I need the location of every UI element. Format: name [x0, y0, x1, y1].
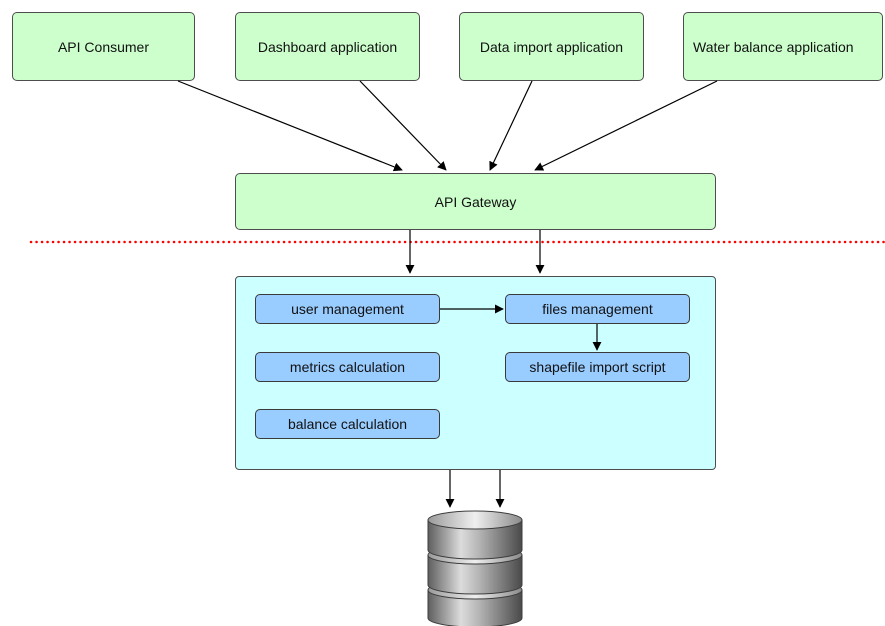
data-import-application-label: Data import application [479, 38, 624, 55]
database-icon [427, 510, 523, 626]
arrow-api-consumer-to-gateway [177, 80, 403, 172]
api-consumer-label: API Consumer [57, 38, 150, 55]
metrics-calculation-label: metrics calculation [289, 359, 406, 375]
balance-calculation-label: balance calculation [287, 416, 408, 432]
water-balance-application-box: Water balance application [683, 12, 883, 81]
arrow-data-import-to-gateway [489, 80, 533, 171]
api-gateway-label: API Gateway [434, 193, 517, 210]
dashboard-application-box: Dashboard application [235, 12, 420, 81]
data-import-application-box: Data import application [459, 12, 644, 81]
metrics-calculation-box: metrics calculation [255, 352, 440, 382]
files-management-box: files management [505, 294, 690, 324]
shapefile-import-script-box: shapefile import script [505, 352, 690, 382]
arrow-dashboard-to-gateway [359, 80, 447, 171]
shapefile-import-script-label: shapefile import script [529, 359, 666, 375]
user-management-box: user management [255, 294, 440, 324]
files-management-label: files management [542, 301, 653, 317]
dashboard-application-label: Dashboard application [257, 38, 398, 55]
api-consumer-box: API Consumer [12, 12, 195, 81]
arrow-water-balance-to-gateway [534, 80, 718, 171]
api-gateway-box: API Gateway [235, 173, 716, 230]
water-balance-application-label: Water balance application [693, 38, 854, 55]
balance-calculation-box: balance calculation [255, 409, 440, 439]
user-management-label: user management [291, 301, 404, 317]
